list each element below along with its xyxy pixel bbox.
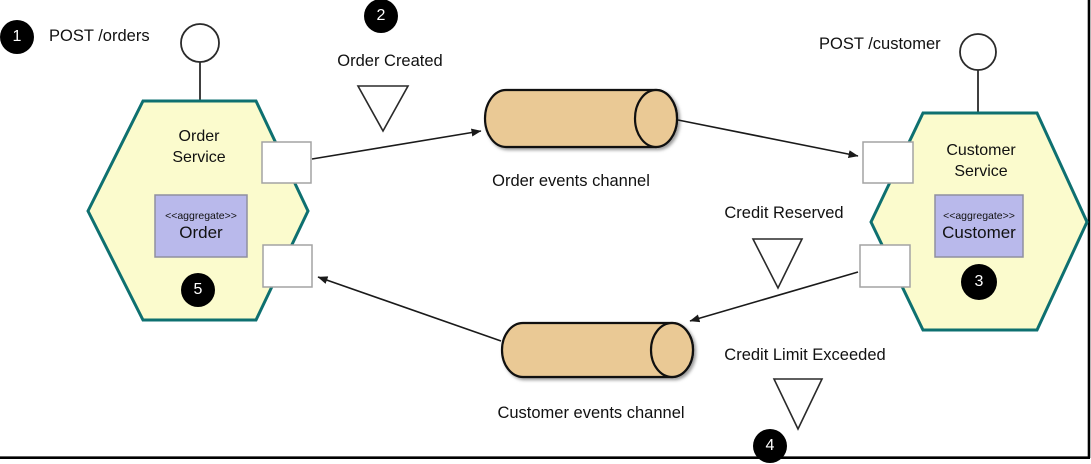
- step-badge-5-number: 5: [193, 281, 203, 298]
- order-service-outbound-port: [261, 141, 312, 184]
- customer-aggregate-text: <<aggregate>> Customer: [935, 195, 1023, 257]
- order-service-name-line1: Order: [178, 128, 220, 145]
- customer-aggregate-stereotype: <<aggregate>>: [943, 209, 1015, 222]
- customer-service-inbound-port: [862, 141, 914, 184]
- step-badge-4-number: 4: [765, 437, 775, 454]
- step-badge-2-number: 2: [376, 7, 386, 24]
- credit-limit-exceeded-label: Credit Limit Exceeded: [724, 346, 886, 364]
- order-service-interface-lollipop-icon: [180, 23, 220, 102]
- order-created-label: Order Created: [337, 52, 443, 70]
- order-service-inbound-port: [262, 244, 313, 288]
- arrow-order-channel-to-customer-service: [677, 119, 859, 159]
- step-badge-3: 3: [961, 264, 997, 300]
- order-aggregate-stereotype: <<aggregate>>: [165, 209, 237, 222]
- customer-aggregate-name: Customer: [942, 222, 1016, 242]
- order-service-name: Order Service: [139, 126, 259, 168]
- credit-reserved-label: Credit Reserved: [724, 204, 844, 222]
- customer-service-interface-lollipop-icon: [959, 33, 997, 113]
- credit-reserved-message-triangle-icon: [751, 238, 804, 290]
- customer-aggregate-box: [934, 194, 1024, 258]
- arrow-order-service-to-order-channel: [311, 128, 482, 160]
- customer-service-name: Customer Service: [919, 140, 1043, 182]
- post-customer-label: POST /customer: [819, 35, 941, 53]
- customer-service-name-line2: Service: [954, 163, 1008, 180]
- step-badge-2: 2: [364, 0, 398, 33]
- order-events-channel-cylinder: [483, 88, 679, 149]
- arrow-customer-service-to-customer-channel: [689, 271, 859, 323]
- order-events-channel-label: Order events channel: [492, 172, 650, 190]
- order-service-name-line2: Service: [172, 149, 226, 166]
- customer-service-outbound-port: [859, 244, 911, 288]
- customer-events-channel-cylinder: [500, 321, 695, 379]
- order-created-message-triangle-icon: [356, 85, 410, 133]
- order-aggregate-box: [154, 194, 248, 258]
- customer-events-channel-label: Customer events channel: [497, 404, 685, 422]
- customer-service-name-line1: Customer: [946, 142, 1016, 159]
- post-orders-label: POST /orders: [49, 27, 150, 45]
- arrow-customer-channel-to-order-service: [317, 276, 502, 342]
- step-badge-4: 4: [753, 429, 787, 463]
- step-badge-1: 1: [0, 20, 34, 54]
- order-aggregate-name: Order: [179, 222, 223, 242]
- order-aggregate-text: <<aggregate>> Order: [155, 195, 247, 257]
- step-badge-3-number: 3: [974, 273, 984, 290]
- step-badge-5: 5: [181, 273, 215, 307]
- credit-limit-exceeded-message-triangle-icon: [772, 378, 824, 431]
- step-badge-1-number: 1: [12, 28, 22, 45]
